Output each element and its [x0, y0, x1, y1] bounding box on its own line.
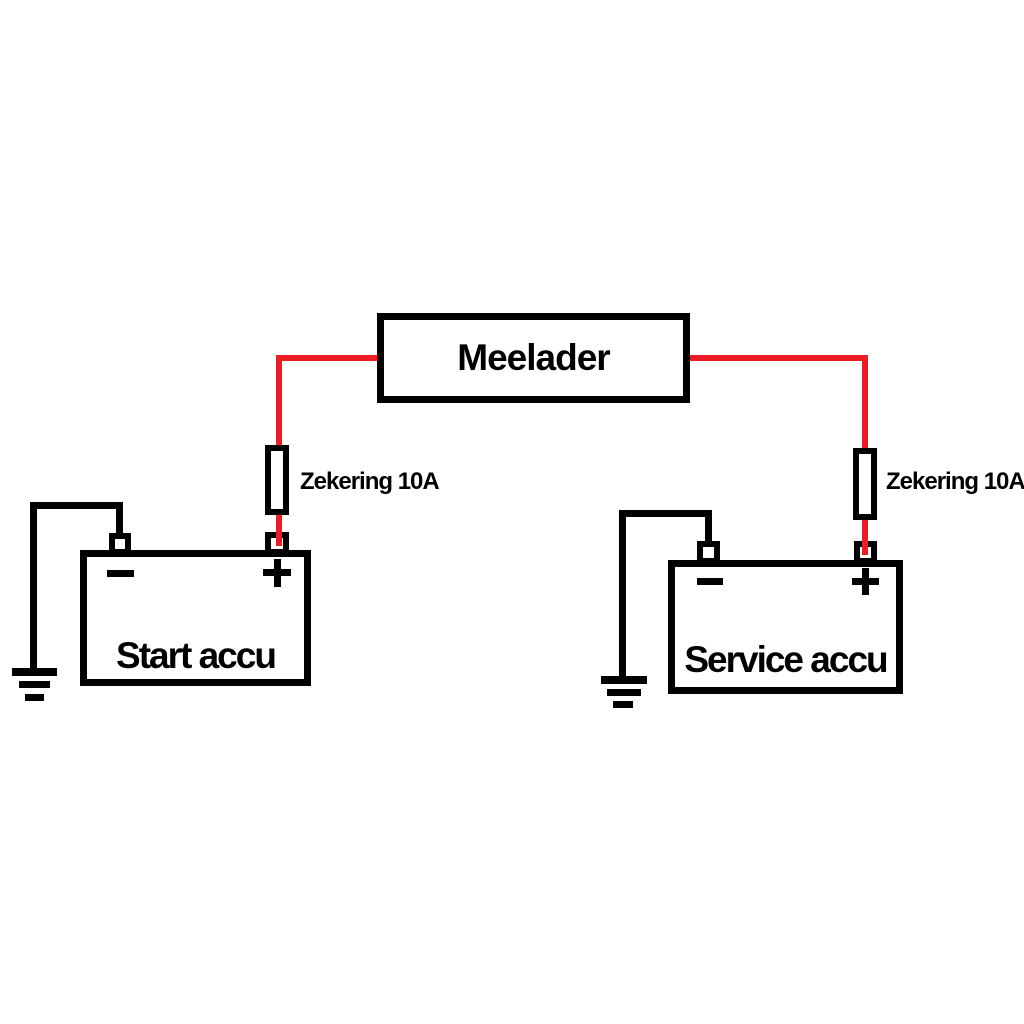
fuse-right — [853, 448, 877, 520]
ground-icon-left-bar2 — [19, 681, 50, 688]
fuse-left — [265, 445, 289, 515]
positive-wire-left-vertical — [276, 355, 282, 449]
positive-wire-right-vertical — [862, 355, 868, 452]
fuse-right-label: Zekering 10A — [886, 468, 1024, 495]
minus-icon — [697, 578, 723, 585]
positive-wire-left-horizontal — [276, 355, 380, 361]
ground-wire-left-riser — [116, 503, 123, 535]
ground-icon-left-bar3 — [25, 694, 44, 701]
positive-wire-left-fuse-to-terminal — [276, 512, 282, 546]
positive-wire-right-horizontal — [684, 355, 868, 361]
ground-icon-right-bar2 — [607, 689, 641, 696]
ground-wire-right-vertical — [619, 510, 626, 682]
ground-wire-left-vertical — [30, 502, 37, 674]
ground-icon-right-bar3 — [613, 701, 633, 708]
charger-box: Meelader — [377, 313, 690, 403]
positive-wire-right-fuse-to-terminal — [862, 516, 868, 555]
fuse-left-label: Zekering 10A — [300, 468, 440, 495]
battery-start-label: Start accu — [116, 635, 277, 676]
ground-icon-left-bar1 — [12, 668, 57, 676]
ground-wire-right-riser — [705, 511, 712, 543]
plus-icon — [862, 568, 869, 595]
plus-icon — [274, 559, 281, 587]
ground-wire-left-horizontal — [30, 502, 123, 509]
battery-service-label: Service accu — [684, 639, 888, 680]
ground-wire-right-horizontal — [619, 510, 712, 517]
minus-icon — [107, 570, 134, 577]
charger-label: Meelader — [457, 337, 610, 378]
ground-icon-right-bar1 — [601, 676, 647, 684]
